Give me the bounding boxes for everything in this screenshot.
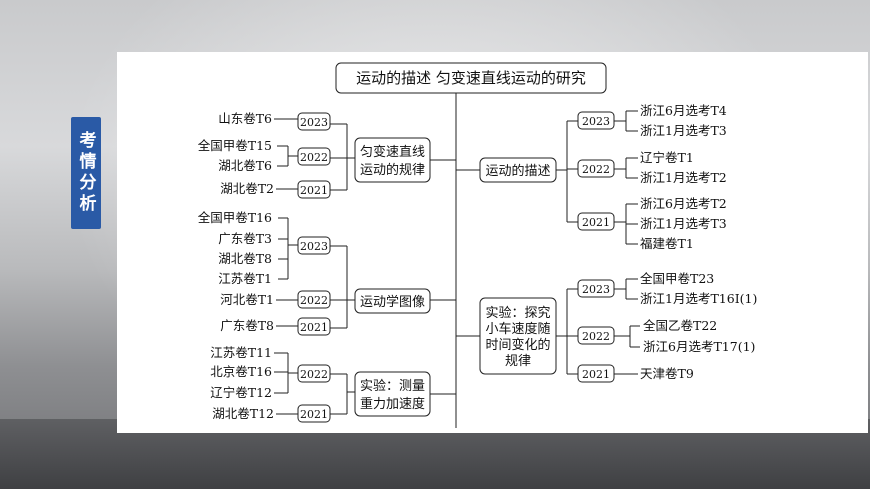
year-label: 2023 xyxy=(300,116,328,129)
exam-item: 全国甲卷T15 xyxy=(198,138,272,153)
exam-item: 天津卷T9 xyxy=(640,366,694,381)
connector-lines xyxy=(274,93,640,428)
exam-item: 山东卷T6 xyxy=(218,111,272,126)
year-label: 2021 xyxy=(300,321,328,334)
year-box xyxy=(297,364,331,383)
exam-item: 湖北卷T2 xyxy=(220,181,274,196)
topic-label: 匀变速直线运动的规律 xyxy=(360,144,425,178)
topic-box xyxy=(354,288,431,314)
exam-item: 江苏卷T11 xyxy=(210,345,272,360)
topic-label: 运动的描述 xyxy=(485,163,550,179)
side-tab-label: 考情分析 xyxy=(75,131,96,215)
exam-item: 浙江6月选考T2 xyxy=(640,196,727,211)
year-box xyxy=(577,159,615,178)
exam-item: 北京卷T16 xyxy=(210,364,272,379)
year-box xyxy=(577,212,615,231)
year-box xyxy=(297,290,331,309)
year-box xyxy=(297,236,331,255)
year-label: 2021 xyxy=(300,184,328,197)
year-label: 2022 xyxy=(300,294,328,307)
title-box xyxy=(335,62,607,94)
diagram-title: 运动的描述 匀变速直线运动的研究 xyxy=(356,69,586,87)
year-box xyxy=(297,147,331,166)
exam-item: 全国乙卷T22 xyxy=(643,318,717,333)
exam-item: 福建卷T1 xyxy=(640,236,694,251)
side-tab: 考情分析 xyxy=(71,117,101,229)
exam-item: 全国甲卷T23 xyxy=(640,271,714,286)
year-label: 2023 xyxy=(582,283,610,296)
exam-item: 河北卷T1 xyxy=(220,292,274,307)
topic-box xyxy=(479,157,557,183)
year-box xyxy=(577,326,615,345)
year-label: 2021 xyxy=(582,368,610,381)
year-box xyxy=(297,404,331,423)
year-box xyxy=(297,317,331,336)
year-box xyxy=(297,112,331,131)
year-box xyxy=(577,279,615,298)
exam-item: 广东卷T8 xyxy=(220,318,274,333)
exam-item: 辽宁卷T12 xyxy=(210,385,272,400)
exam-item: 浙江1月选考T2 xyxy=(640,170,727,185)
exam-item: 广东卷T3 xyxy=(218,231,272,246)
year-label: 2022 xyxy=(300,151,328,164)
exam-item: 浙江6月选考T4 xyxy=(640,103,727,118)
topic-box xyxy=(479,297,557,375)
exam-item: 湖北卷T8 xyxy=(218,251,272,266)
topic-box xyxy=(354,371,431,417)
topic-box xyxy=(354,137,431,183)
year-box xyxy=(577,111,615,130)
exam-item: 浙江6月选考T17(1) xyxy=(643,339,755,354)
year-label: 2023 xyxy=(300,240,328,253)
exam-item: 全国甲卷T16 xyxy=(198,210,272,225)
year-label: 2022 xyxy=(582,330,610,343)
topic-label: 实验：探究小车速度随时间变化的规律 xyxy=(485,305,550,369)
year-label: 2022 xyxy=(582,163,610,176)
year-label: 2021 xyxy=(582,216,610,229)
exam-item: 湖北卷T6 xyxy=(218,158,272,173)
topic-label: 运动学图像 xyxy=(360,294,425,310)
exam-item: 浙江1月选考T16Ⅰ(1) xyxy=(640,291,757,306)
year-box xyxy=(297,180,331,199)
year-label: 2021 xyxy=(300,408,328,421)
exam-item: 浙江1月选考T3 xyxy=(640,123,727,138)
year-label: 2023 xyxy=(582,115,610,128)
year-label: 2022 xyxy=(300,368,328,381)
exam-item: 辽宁卷T1 xyxy=(640,150,694,165)
year-box xyxy=(577,364,615,383)
exam-item: 湖北卷T12 xyxy=(212,406,274,421)
topic-label: 实验：测量重力加速度 xyxy=(360,378,425,412)
exam-item: 江苏卷T1 xyxy=(218,271,272,286)
exam-item: 浙江1月选考T3 xyxy=(640,216,727,231)
